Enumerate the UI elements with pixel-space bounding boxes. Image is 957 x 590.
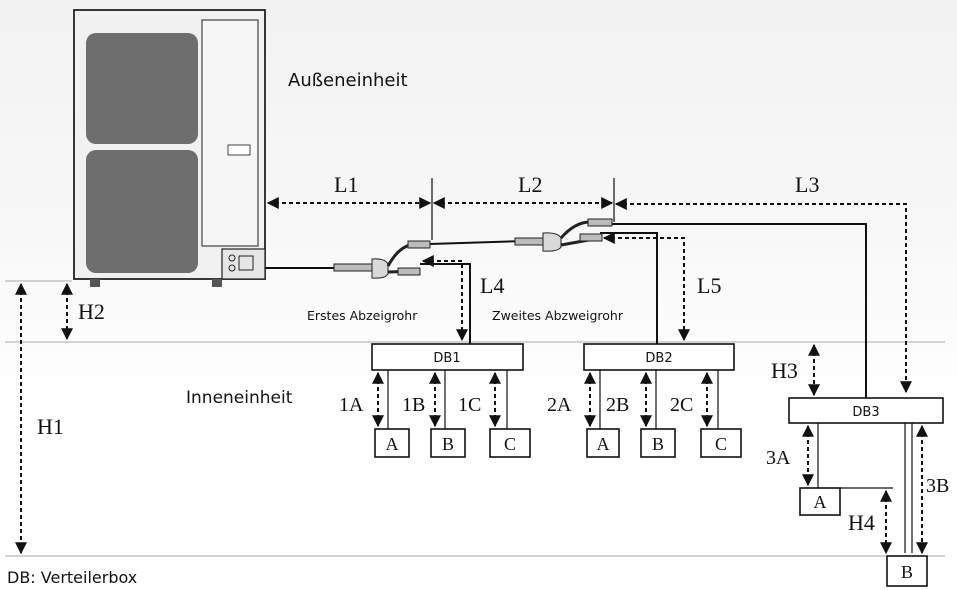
- indoor-unit-3b: [886, 555, 928, 587]
- fan-grill-top: [86, 33, 198, 144]
- unit-2c-label: C: [715, 434, 727, 454]
- run-2c-label: 2C: [670, 394, 693, 416]
- h4-label: H4: [848, 510, 875, 535]
- db1-label: DB1: [433, 351, 460, 366]
- panel-handle: [227, 144, 251, 156]
- fan-grill-bottom: [86, 150, 198, 273]
- distribution-box-3: [788, 397, 944, 424]
- db3-label: DB3: [852, 405, 879, 420]
- unit-2a-label: A: [597, 434, 610, 454]
- h3-label: H3: [771, 358, 798, 383]
- l4-label: L4: [480, 273, 504, 298]
- indoor-unit-1b: [430, 428, 466, 458]
- branch-pipe-2-label: Zweites Abzweigrohr: [492, 308, 624, 323]
- legend-text: DB: Verteilerbox: [7, 568, 137, 587]
- branch-pipe-1-label: Erstes Abzeigrohr: [307, 308, 418, 323]
- indoor-unit-2c: [700, 428, 742, 458]
- distribution-box-2: [583, 343, 735, 371]
- distribution-box-2-group: [583, 343, 742, 458]
- height-dimensions: [15, 282, 893, 555]
- h2-label: H2: [78, 299, 105, 324]
- run-2a-label: 2A: [547, 394, 572, 416]
- unit-3b-label: B: [901, 562, 913, 582]
- indoor-unit-2b: [640, 428, 676, 458]
- l2-label: L2: [518, 172, 542, 197]
- unit-1b-label: B: [442, 434, 454, 454]
- distribution-box-1-group: [371, 343, 531, 458]
- unit-1c-label: C: [504, 434, 516, 454]
- indoor-unit-1a: [374, 428, 410, 458]
- l3-label: L3: [795, 172, 819, 197]
- unit-2b-label: B: [652, 434, 664, 454]
- indoor-unit-label: Inneneinheit: [186, 388, 293, 408]
- distribution-box-3-group: [788, 397, 944, 587]
- outdoor-unit-label: Außeneinheit: [288, 70, 408, 91]
- l3-arrow: [614, 198, 912, 394]
- indoor-unit-2a: [586, 428, 620, 458]
- h1-label: H1: [37, 414, 64, 439]
- branch-pipe-2: [514, 218, 613, 252]
- l4-arrow: [421, 255, 468, 342]
- l5-label: L5: [697, 273, 721, 298]
- run-1a-label: 1A: [339, 394, 364, 416]
- outdoor-unit: [73, 9, 266, 287]
- l5-arrow: [602, 232, 690, 342]
- db2-label: DB2: [645, 351, 672, 366]
- l1-label: L1: [334, 172, 358, 197]
- run-1b-label: 1B: [402, 394, 425, 416]
- pipe-connection-port: [221, 248, 266, 280]
- run-2b-label: 2B: [606, 394, 629, 416]
- service-panel: [201, 19, 259, 247]
- unit-3a-label: A: [814, 492, 827, 512]
- indoor-unit-1c: [489, 428, 531, 458]
- run-3b-label: 3B: [926, 475, 949, 497]
- indoor-unit-3a: [799, 487, 841, 516]
- distribution-box-1: [371, 343, 524, 371]
- length-dimensions: [266, 178, 912, 394]
- unit-1a-label: A: [386, 434, 399, 454]
- branch-pipe-1: [333, 240, 431, 279]
- run-3a-label: 3A: [766, 447, 791, 469]
- run-1c-label: 1C: [458, 394, 481, 416]
